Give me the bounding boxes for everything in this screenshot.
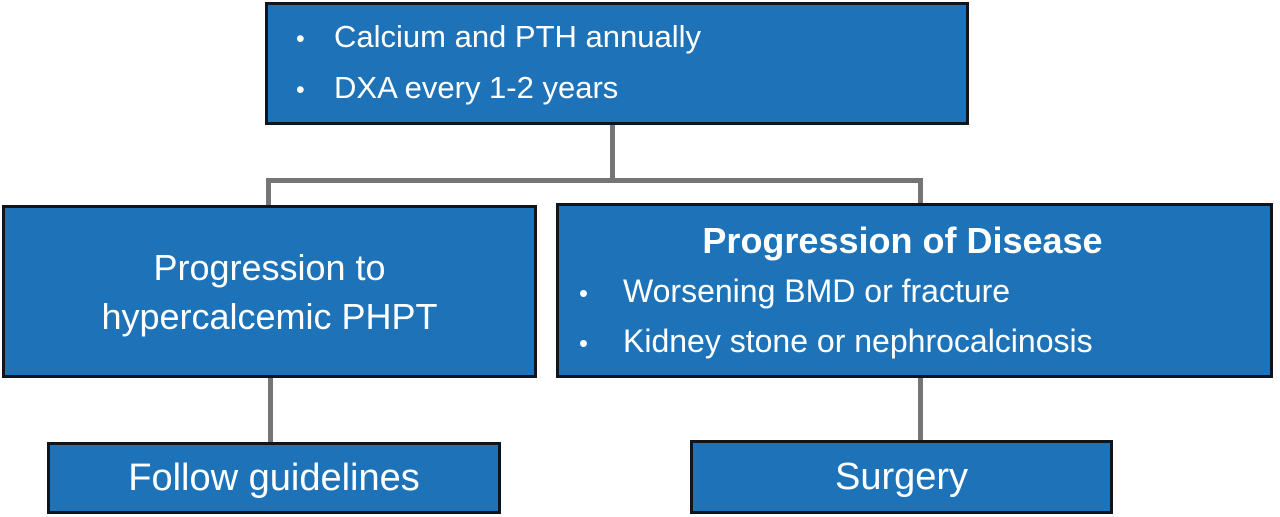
bullet-icon: • <box>579 279 588 308</box>
monitoring-box: • Calcium and PTH annually • DXA every 1… <box>265 2 969 125</box>
list-item: • DXA every 1-2 years <box>296 64 966 115</box>
monitoring-item-dxa: DXA every 1-2 years <box>334 69 619 105</box>
bullet-icon: • <box>296 25 305 53</box>
list-item: • Calcium and PTH annually <box>296 13 966 64</box>
list-item: • Worsening BMD or fracture <box>577 268 1270 318</box>
connector-top-stem <box>610 125 615 181</box>
progression-phpt-line1: Progression to <box>153 246 386 288</box>
connector-left-bottom-stem <box>268 375 273 445</box>
follow-guidelines-box: Follow guidelines <box>47 442 501 514</box>
bullet-icon: • <box>296 76 305 104</box>
monitoring-item-calcium-pth: Calcium and PTH annually <box>334 18 702 54</box>
disease-item-kidney: Kidney stone or nephrocalcinosis <box>623 322 1093 359</box>
monitoring-bullet-list: • Calcium and PTH annually • DXA every 1… <box>268 5 966 122</box>
surgery-box: Surgery <box>690 440 1113 514</box>
connector-branch-right-vertical <box>918 178 923 206</box>
connector-branch-left-vertical <box>266 178 271 208</box>
progression-phpt-line2: hypercalcemic PHPT <box>101 295 438 337</box>
follow-guidelines-label: Follow guidelines <box>128 456 420 499</box>
progression-hypercalcemic-phpt-box: Progression to hypercalcemic PHPT <box>2 205 537 378</box>
progression-of-disease-box: Progression of Disease • Worsening BMD o… <box>556 203 1273 378</box>
disease-item-bmd: Worsening BMD or fracture <box>623 272 1011 309</box>
connector-branch-horizontal <box>266 178 923 183</box>
connector-right-bottom-stem <box>918 375 923 443</box>
bullet-icon: • <box>579 329 588 358</box>
surgery-label: Surgery <box>834 455 969 498</box>
progression-of-disease-title: Progression of Disease <box>702 219 1103 261</box>
list-item: • Kidney stone or nephrocalcinosis <box>577 318 1270 368</box>
